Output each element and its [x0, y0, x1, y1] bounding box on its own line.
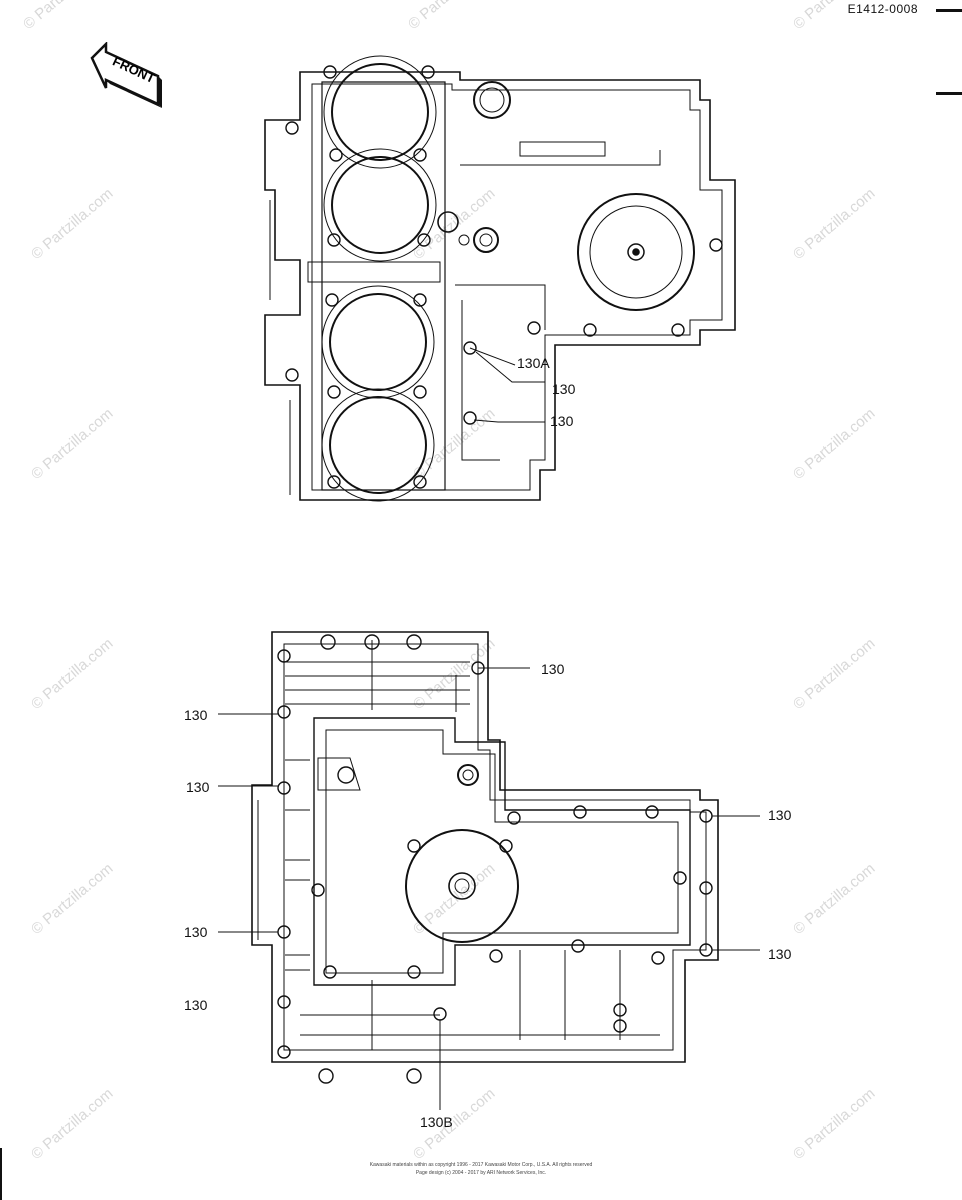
callout-130: 130: [186, 779, 210, 795]
page-edge-mark: [936, 9, 962, 12]
bolt-holes: [277, 634, 713, 1084]
copyright-line: Kawasaki materials within as copyright 1…: [369, 1162, 593, 1168]
page-edge-mark: [0, 1148, 2, 1200]
rib-lines: [257, 640, 660, 1050]
callout-130: 130: [184, 997, 208, 1013]
callout-130: 130: [184, 707, 208, 723]
callout-130b: 130B: [420, 1114, 453, 1130]
callout-130: 130: [550, 413, 574, 429]
leader-lines: [469, 347, 545, 423]
stud-holes: [323, 65, 435, 489]
callout-130: 130: [768, 807, 792, 823]
page-edge-mark: [936, 92, 962, 95]
front-arrow-icon: FRONT: [90, 42, 162, 108]
lower-crankcase: [218, 631, 760, 1110]
upper-crankcase: [264, 55, 736, 502]
leader-lines: [218, 667, 760, 1110]
callout-130: 130: [768, 946, 792, 962]
callout-130: 130: [552, 381, 576, 397]
diagram-id: E1412-0008: [847, 2, 918, 16]
page-design-line: Page design (c) 2004 - 2017 by ARI Netwo…: [415, 1170, 547, 1176]
callout-130: 130: [541, 661, 565, 677]
callout-130a: 130A: [517, 355, 550, 371]
callout-130: 130: [184, 924, 208, 940]
cylinder-bores: [321, 55, 437, 502]
